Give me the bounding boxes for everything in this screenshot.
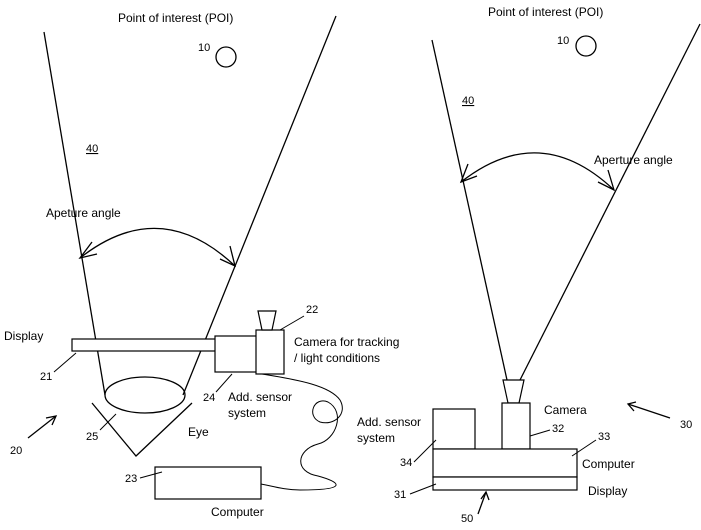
left-sensor-ref: 24 (203, 392, 215, 404)
left-camera-body (255, 329, 285, 375)
right-camera-lens (502, 379, 525, 404)
right-computer-label: Computer (582, 457, 635, 471)
left-display-ref: 21 (40, 371, 52, 383)
left-cone-left-edge (43, 31, 106, 396)
left-system-ref: 20 (10, 445, 22, 457)
left-camera-ref: 22 (306, 304, 318, 316)
left-eye-leader (99, 413, 117, 431)
left-computer-ref: 23 (125, 473, 137, 485)
left-camera-label-1: Camera for tracking (294, 335, 399, 349)
left-region-ref: 40 (86, 143, 98, 155)
left-sensor-box (214, 335, 260, 373)
left-sensor-label-2: system (228, 406, 266, 420)
right-device-arrowhead (480, 490, 490, 501)
right-sensor-leader (413, 439, 437, 463)
right-camera-label: Camera (544, 403, 587, 417)
right-computer-leader (571, 439, 597, 457)
right-aperture-arc (460, 152, 615, 191)
left-aperture-label: Apeture angle (46, 206, 121, 220)
right-display-leader (409, 483, 437, 495)
left-camera-leader (279, 315, 305, 331)
right-sensor-box (432, 408, 476, 450)
left-eye-label: Eye (188, 425, 209, 439)
right-poi-label: Point of interest (POI) (488, 5, 603, 19)
right-computer-ref: 33 (598, 431, 610, 443)
left-poi-label: Point of interest (POI) (118, 11, 233, 25)
right-camera-ref: 32 (552, 423, 564, 435)
left-system-arrow (27, 415, 57, 439)
right-camera-body (501, 402, 531, 450)
left-aperture-arrow-left (78, 241, 98, 260)
left-system-arrowhead (45, 415, 58, 426)
right-region-ref: 40 (462, 95, 474, 107)
right-display-ref: 31 (394, 489, 406, 501)
right-system-arrowhead (626, 401, 637, 412)
left-eye-cone (91, 402, 193, 457)
right-aperture-arrow-left (459, 163, 478, 184)
right-device-ref: 50 (461, 513, 473, 525)
right-cone-left-edge (431, 39, 508, 381)
left-camera-lens (257, 310, 277, 331)
left-computer-box (154, 466, 262, 500)
right-aperture-arrow-right (597, 169, 616, 192)
right-system-arrow (627, 403, 671, 419)
left-display-label: Display (4, 329, 43, 343)
left-sensor-leader (215, 373, 233, 393)
left-aperture-arrow-right (219, 245, 236, 268)
right-sensor-ref: 34 (400, 457, 412, 469)
left-eye-ellipse (104, 376, 186, 414)
right-sensor-label-2: system (357, 431, 395, 445)
left-poi-circle (215, 46, 237, 68)
right-cone-right-edge (519, 23, 701, 381)
left-computer-leader (139, 471, 163, 479)
left-computer-label: Computer (211, 505, 264, 519)
right-system-ref: 30 (680, 419, 692, 431)
left-display-bar (71, 338, 219, 352)
right-device-arrow (477, 491, 487, 515)
left-camera-label-2: / light conditions (294, 351, 380, 365)
right-camera-leader (529, 429, 551, 437)
right-poi-ref: 10 (557, 35, 569, 47)
left-cone-right-edge (182, 15, 337, 396)
right-figure: Point of interest (POI) 10 40 Aperture a… (357, 5, 701, 525)
left-display-leader (53, 352, 77, 373)
left-figure: Point of interest (POI) 10 40 Apeture an… (4, 11, 399, 519)
left-sensor-label-1: Add. sensor (228, 390, 292, 404)
right-computer-box (432, 448, 578, 478)
left-cable (260, 373, 343, 491)
right-display-label: Display (588, 484, 627, 498)
left-aperture-arc (79, 227, 236, 267)
left-eye-ref: 25 (86, 431, 98, 443)
right-poi-circle (575, 35, 597, 57)
right-sensor-label-1: Add. sensor (357, 415, 421, 429)
right-aperture-label: Aperture angle (594, 153, 673, 167)
left-poi-ref: 10 (198, 42, 210, 54)
right-display-bar (432, 476, 578, 491)
